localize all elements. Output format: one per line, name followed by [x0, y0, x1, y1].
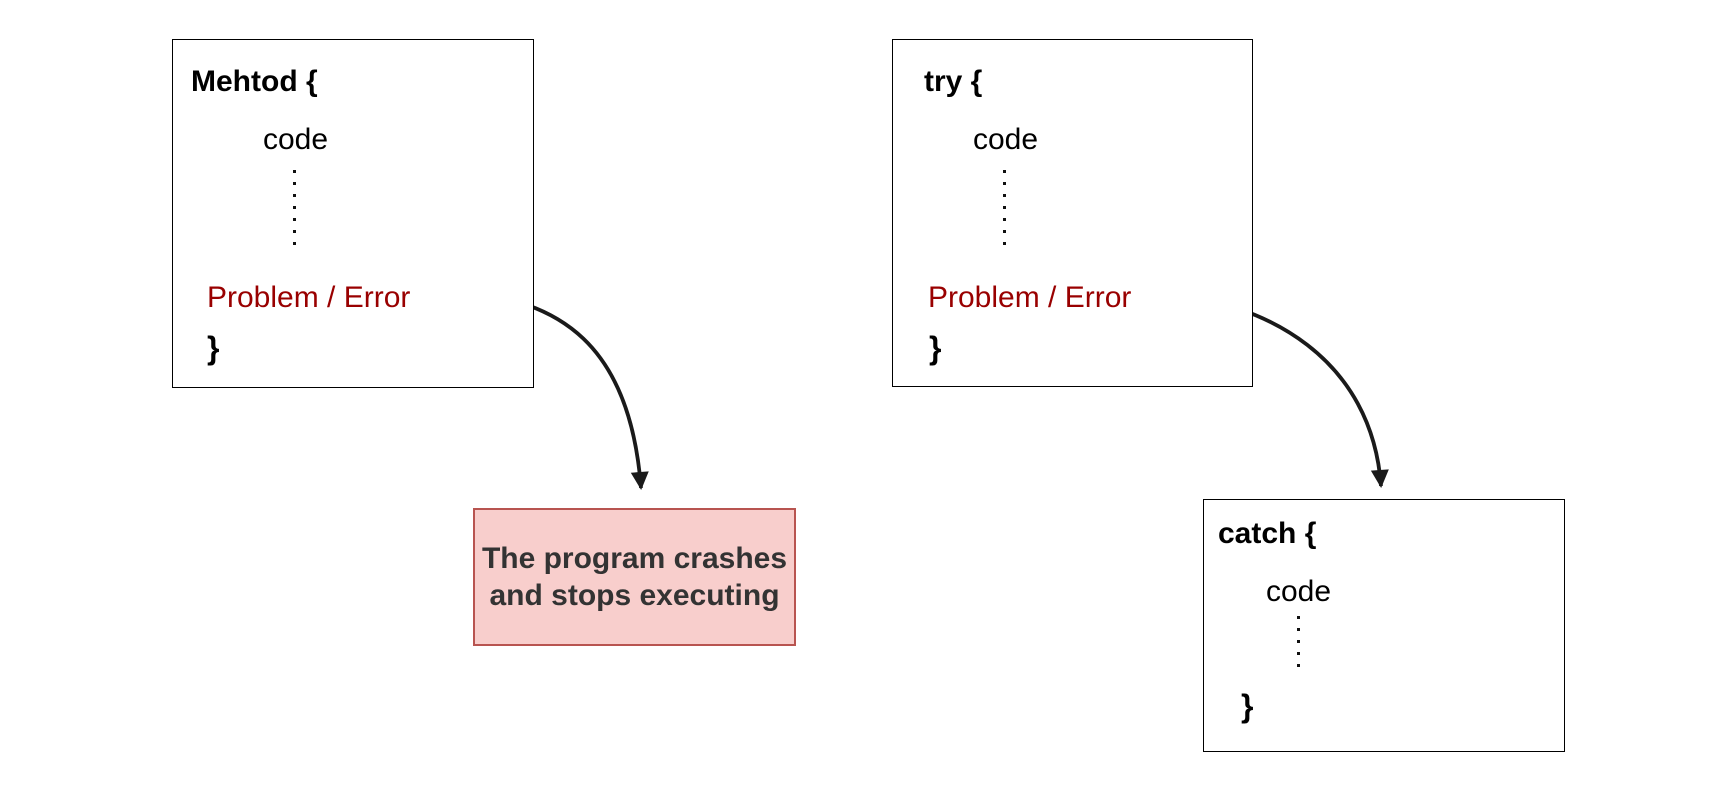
try-box: try { code Problem / Error } — [892, 39, 1253, 387]
method-box-error-label: Problem / Error — [207, 281, 411, 314]
crash-box-text-line2: and stops executing — [489, 579, 780, 612]
catch-box-closing-brace: } — [1241, 688, 1254, 724]
crash-box: The program crashes and stops executing — [473, 508, 796, 646]
method-box-code-label: code — [263, 123, 329, 156]
catch-box-code-label: code — [1266, 575, 1332, 608]
method-box-title: Mehtod { — [191, 65, 318, 98]
method-box: Mehtod { code Problem / Error } — [172, 39, 534, 388]
catch-box-title: catch { — [1218, 517, 1317, 550]
try-box-code-label: code — [973, 123, 1039, 156]
catch-box: catch { code } — [1203, 499, 1565, 752]
ellipsis-dots — [1003, 170, 1006, 249]
ellipsis-dots — [1297, 616, 1300, 668]
try-box-error-label: Problem / Error — [928, 281, 1132, 314]
try-box-title: try { — [924, 65, 983, 98]
method-box-closing-brace: } — [207, 330, 220, 366]
try-box-closing-brace: } — [929, 330, 942, 366]
ellipsis-dots — [293, 170, 296, 249]
crash-box-text-line1: The program crashes — [481, 542, 788, 575]
